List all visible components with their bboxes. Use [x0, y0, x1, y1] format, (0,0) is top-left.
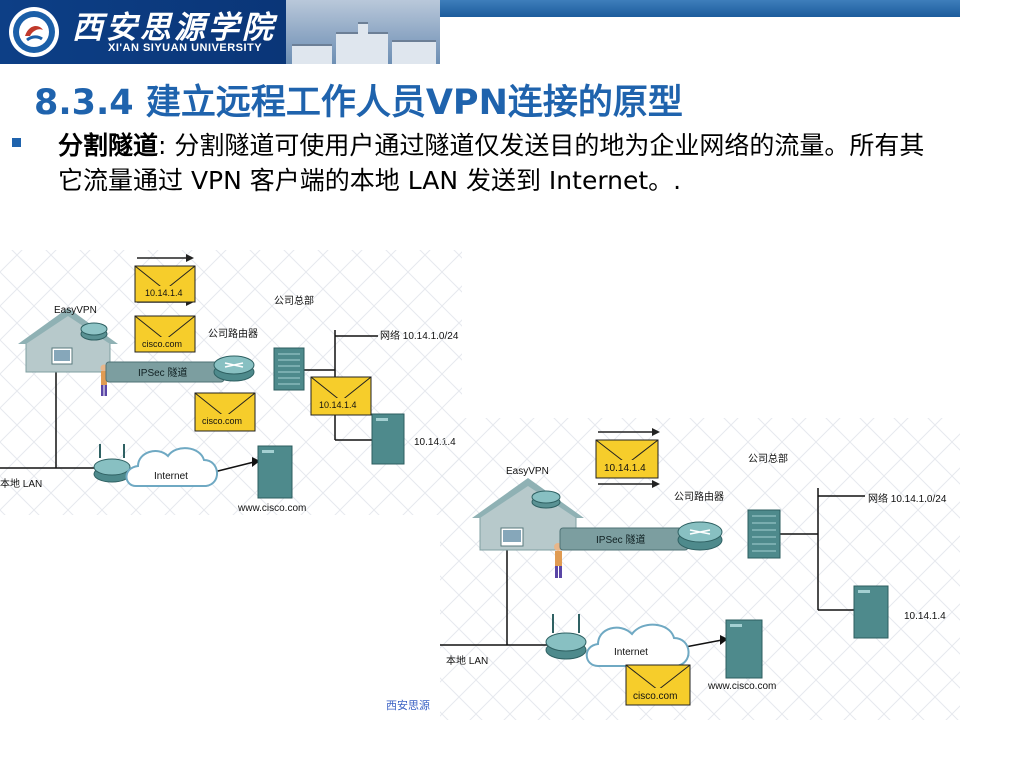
- hq-label: 公司总部: [274, 294, 314, 307]
- school-name-en: XI'AN SIYUAN UNIVERSITY: [108, 42, 263, 54]
- tunnel-label: IPSec 隧道: [596, 533, 645, 546]
- website-label: www.cisco.com: [707, 681, 776, 692]
- school-banner: 西安思源学院 XI'AN SIYUAN UNIVERSITY: [0, 0, 440, 64]
- envelope-site-label: cisco.com: [202, 416, 242, 426]
- website-label: www.cisco.com: [237, 503, 306, 514]
- diagrams: IPSec 隧道 Internet 10: [0, 250, 960, 720]
- envelope-site-label: cisco.com: [142, 339, 182, 349]
- envelope-site-label: cisco.com: [633, 691, 677, 702]
- hq-label: 公司总部: [748, 452, 788, 465]
- local-lan-label: 本地 LAN: [446, 654, 488, 667]
- bullet-icon: [12, 138, 21, 147]
- router-label: 公司路由器: [208, 327, 258, 340]
- school-logo-icon: [9, 7, 59, 57]
- network-label: 网络 10.14.1.0/24: [380, 329, 459, 342]
- envelope-ip-label: 10.14.1.4: [604, 463, 646, 474]
- tunnel-label: IPSec 隧道: [138, 366, 187, 379]
- bullet-paragraph: 分割隧道: 分割隧道可使用户通过隧道仅发送目的地为企业网络的流量。所有其它流量通…: [58, 128, 948, 198]
- diagram-1: IPSec 隧道 Internet 10: [0, 250, 462, 515]
- internet-label: Internet: [614, 647, 648, 658]
- network-label: 网络 10.14.1.0/24: [868, 492, 947, 505]
- envelope-ip-label: 10.14.1.4: [319, 400, 357, 410]
- header-bar: [440, 0, 960, 17]
- envelope-ip-label: 10.14.1.4: [145, 288, 183, 298]
- slide-title: 8.3.4 建立远程工作人员VPN连接的原型: [34, 83, 683, 123]
- easyvpn-label: EasyVPN: [506, 466, 549, 477]
- bullet-text: : 分割隧道可使用户通过隧道仅发送目的地为企业网络的流量。所有其它流量通过 VP…: [58, 131, 925, 195]
- local-lan-label: 本地 LAN: [0, 477, 42, 490]
- bullet-term: 分割隧道: [58, 131, 159, 160]
- slide: 西安思源学院 XI'AN SIYUAN UNIVERSITY 8.3.4 建立远…: [0, 0, 960, 720]
- server-ip-label: 10.14.1.4: [904, 611, 946, 622]
- internet-label: Internet: [154, 471, 188, 482]
- school-name-cn: 西安思源学院: [72, 10, 276, 46]
- campus-photo: [286, 0, 440, 64]
- easyvpn-label: EasyVPN: [54, 305, 97, 316]
- server-ip-label: 10.14.1.4: [414, 437, 456, 448]
- footer-text: 西安思源: [386, 699, 430, 712]
- router-label: 公司路由器: [674, 490, 724, 503]
- diagram-2: IPSec 隧道 Internet 10: [440, 418, 960, 720]
